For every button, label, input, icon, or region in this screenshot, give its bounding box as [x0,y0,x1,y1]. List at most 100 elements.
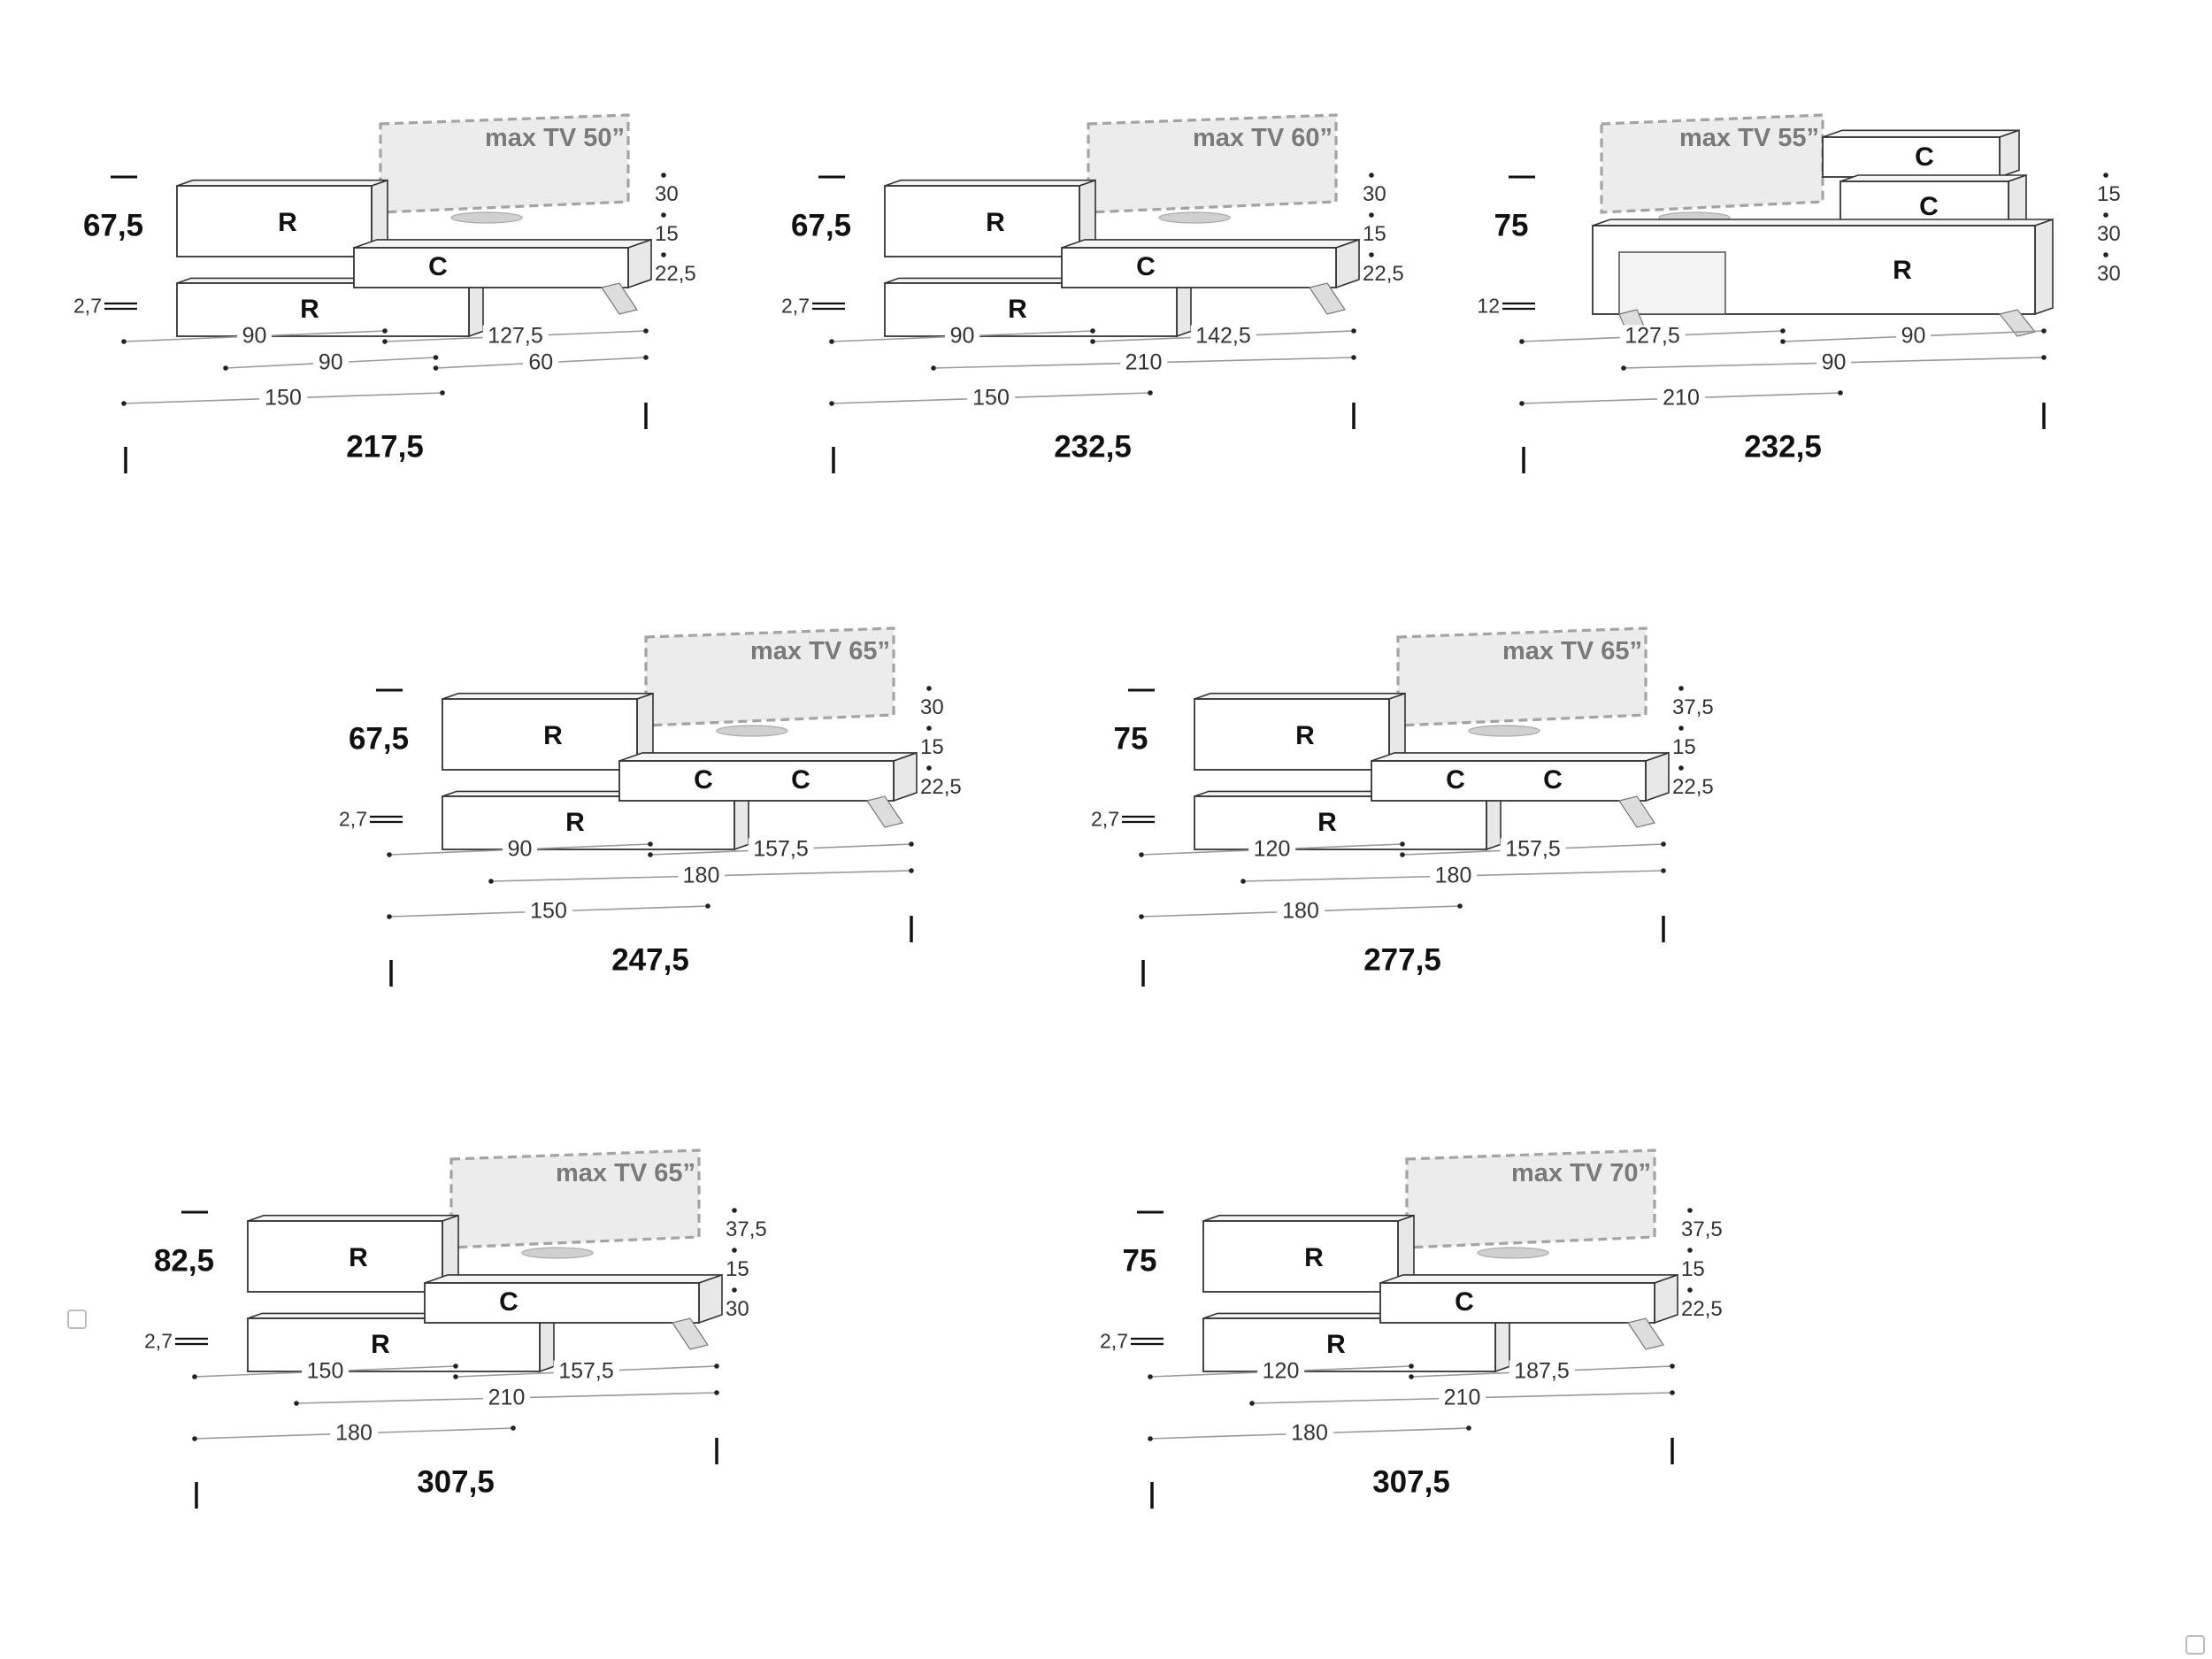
total-width: 307,5 [1372,1464,1450,1500]
unit-code-lower: R [565,808,585,837]
vertical-dimension: 15 [655,222,679,246]
vertical-dim-point [1369,252,1374,257]
vertical-dimension: 22,5 [655,262,696,286]
vertical-dim-point [1678,726,1684,731]
configuration-drawing [1122,626,1684,987]
vertical-dim-point [1687,1208,1693,1213]
upper-unit-top [1822,129,2020,179]
support-leg [866,795,903,828]
unit-code-mid: C [1136,252,1156,281]
corner-mark-icon [2185,1635,2205,1655]
support-leg [1309,282,1346,315]
vertical-dimension: 30 [920,695,944,719]
dimension-row2: 90 [1816,351,1852,374]
total-width: 232,5 [1744,429,1822,465]
shelf-thickness: 2,7 [144,1329,173,1353]
shelf-thickness: 2,7 [1091,807,1119,831]
vertical-dimension: 15 [1681,1257,1705,1281]
dimension-row2: 90 [312,351,349,374]
unit-code-lower: R [1893,256,1912,285]
dimension-row1: 120 [1248,838,1296,861]
vertical-dim-point [1687,1248,1693,1253]
vertical-dimension: 37,5 [1672,695,1714,719]
vertical-dimension: 22,5 [1363,262,1404,286]
tv-size-label: max TV 60” [1193,124,1333,152]
dimension-row1: 120 [1256,1360,1305,1383]
mid-unit [1371,751,1670,803]
vertical-dim-point [1678,765,1684,771]
dimension-row1: 157,5 [1500,838,1566,861]
overall-height: 75 [1122,1243,1157,1279]
tv-size-label: max TV 50” [485,124,625,152]
vertical-dimension: 22,5 [1672,775,1714,799]
lower-unit [1202,1312,1510,1373]
vertical-dim-point [1678,686,1684,691]
tv-size-label: max TV 65” [750,637,890,665]
vertical-dim-point [1687,1287,1693,1293]
support-leg [1618,795,1655,828]
unit-code-upper: R [278,208,297,237]
mid-unit [1061,238,1360,289]
mid-unit [424,1273,723,1325]
dimension-row1: 90 [502,838,538,861]
unit-code-upper: R [543,721,563,750]
configuration-drawing [812,113,1374,473]
shelf-thickness: 2,7 [73,294,102,318]
unit-code-mid: C [1446,765,1465,795]
overall-height: 67,5 [790,208,852,243]
shelf-thickness: 2,7 [781,294,810,318]
unit-code-lower: R [1008,295,1027,324]
unit-code-upper: C [1919,192,1939,221]
dimension-row1: 127,5 [482,325,549,348]
unit-code-upper: R [349,1243,368,1272]
dimension-row3: 150 [525,900,572,923]
dimension-row1: 157,5 [748,838,814,861]
vertical-dimension: 37,5 [1681,1217,1723,1241]
unit-code-upper: C [1915,142,1934,172]
vertical-dimension: 30 [726,1297,749,1321]
overall-height: 67,5 [348,721,410,757]
tv-size-label: max TV 70” [1511,1159,1651,1187]
vertical-dimension: 15 [1363,222,1386,246]
total-width: 247,5 [611,942,689,978]
dimension-row2: 180 [1429,864,1478,887]
dimension-row3: 210 [1657,387,1705,410]
open-compartment [1618,251,1726,315]
dimension-row3: 180 [1277,900,1325,923]
configuration-drawing [1131,1148,1693,1509]
vertical-dimension: 30 [2097,222,2121,246]
unit-code-lower: R [1326,1330,1346,1359]
dimension-row1: 150 [301,1360,349,1383]
tv-size-label: max TV 65” [556,1159,695,1187]
shelf-thickness: 2,7 [339,807,367,831]
mid-unit [353,238,652,289]
vertical-dim-point [1369,173,1374,178]
dimension-row2: 180 [677,864,726,887]
vertical-dim-point [661,212,666,218]
overall-height: 67,5 [82,208,144,243]
unit-code-lower: R [300,295,319,324]
upper-unit [884,179,1096,258]
vertical-dim-point [732,1248,737,1253]
upper-unit [247,1214,459,1294]
dimension-row1: 127,5 [1619,325,1686,348]
shelf-thickness: 2,7 [1100,1329,1128,1353]
configuration-drawing [370,626,932,987]
unit-code-upper: R [1304,1243,1324,1272]
configuration-drawing [175,1148,737,1509]
vertical-dim-point [661,252,666,257]
overall-height: 75 [1113,721,1148,757]
vertical-dimension: 15 [920,735,944,759]
total-width: 277,5 [1363,942,1441,978]
vertical-dim-point [2103,173,2108,178]
unit-code-upper: R [1295,721,1315,750]
vertical-dimension: 15 [726,1257,749,1281]
unit-code-mid: C [694,765,713,795]
dimension-row2: 210 [1438,1386,1486,1409]
vertical-dim-point [732,1208,737,1213]
support-leg [601,282,638,315]
dimension-row2: 210 [1119,351,1168,374]
